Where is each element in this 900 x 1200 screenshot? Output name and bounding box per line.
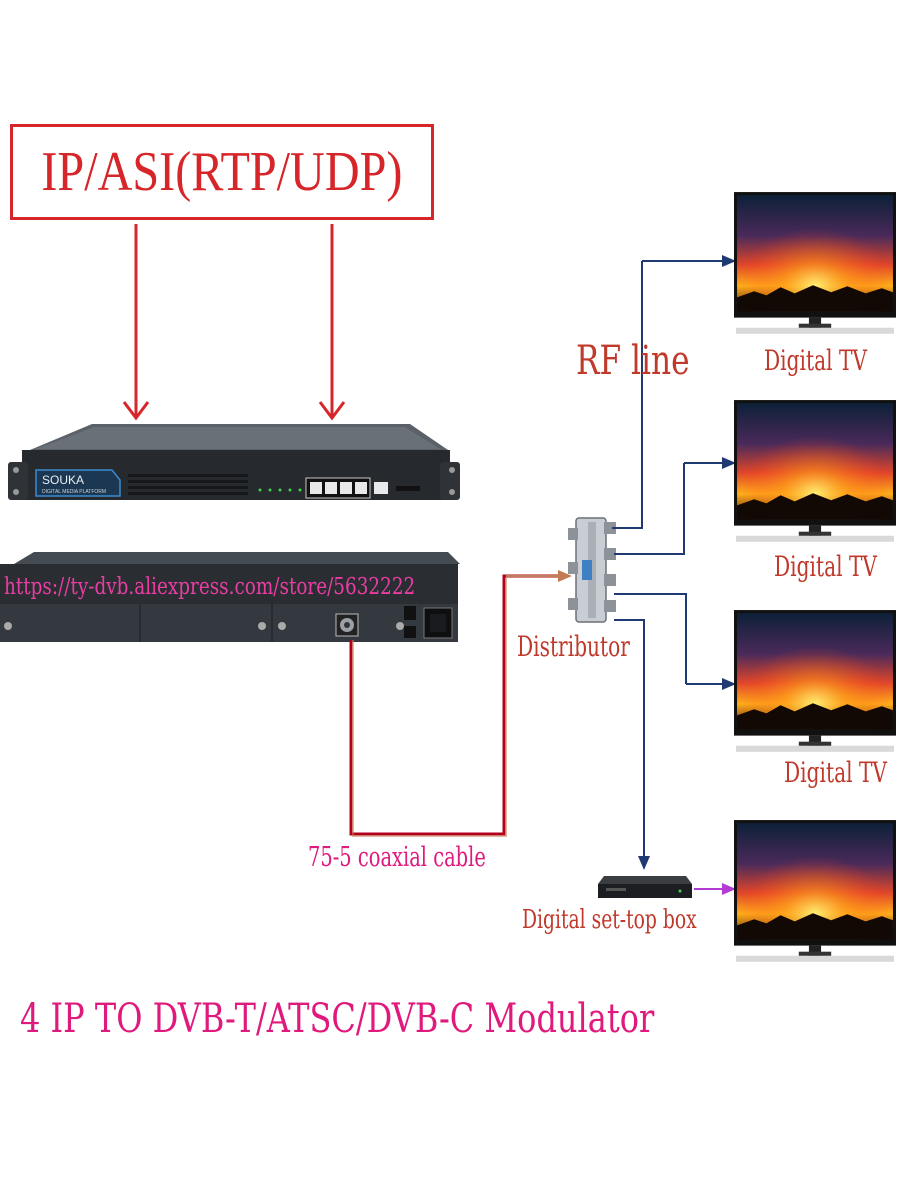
bottom-title: 4 IP TO DVB-T/ATSC/DVB-C Modulator — [20, 996, 655, 1042]
ethernet-port-icon — [325, 482, 337, 494]
tv-label-3: Digital TV — [784, 756, 887, 789]
set-top-box-icon — [598, 876, 692, 898]
ethernet-port-icon — [310, 482, 322, 494]
tv-label-1: Digital TV — [764, 344, 867, 377]
tv-label-2: Digital TV — [774, 550, 877, 583]
device-brand: SOUKA — [42, 473, 84, 487]
device-subtitle: DIGITAL MEDIA PLATFORM — [42, 489, 106, 495]
set-top-box-label: Digital set-top box — [522, 905, 697, 935]
rf-line-1 — [612, 261, 643, 529]
rack-device-rear — [0, 552, 460, 642]
ethernet-port-icon — [340, 482, 352, 494]
tv-icon — [734, 192, 896, 334]
rf-line-2 — [614, 463, 685, 555]
rack-device-front: SOUKA DIGITAL MEDIA PLATFORM — [8, 424, 460, 500]
rf-line-4 — [614, 619, 645, 862]
tv-icon — [734, 820, 896, 962]
rf-line-3 — [614, 593, 687, 684]
tv-icon — [734, 610, 896, 752]
rf-line-label: RF line — [576, 338, 690, 384]
input-title: IP/ASI(RTP/UDP) — [41, 141, 403, 203]
ethernet-port-icon — [355, 482, 367, 494]
store-watermark: https://ty-dvb.aliexpress.com/store/5632… — [4, 574, 416, 600]
arrow-icon — [318, 401, 346, 421]
tv-icon — [734, 400, 896, 542]
ethernet-port-icon — [374, 482, 388, 494]
input-title-box: IP/ASI(RTP/UDP) — [10, 124, 434, 220]
coax-label: 75-5 coaxial cable — [308, 842, 486, 873]
distributor-label: Distributor — [517, 630, 630, 663]
distributor-icon — [568, 517, 616, 623]
arrow-icon — [122, 401, 150, 421]
